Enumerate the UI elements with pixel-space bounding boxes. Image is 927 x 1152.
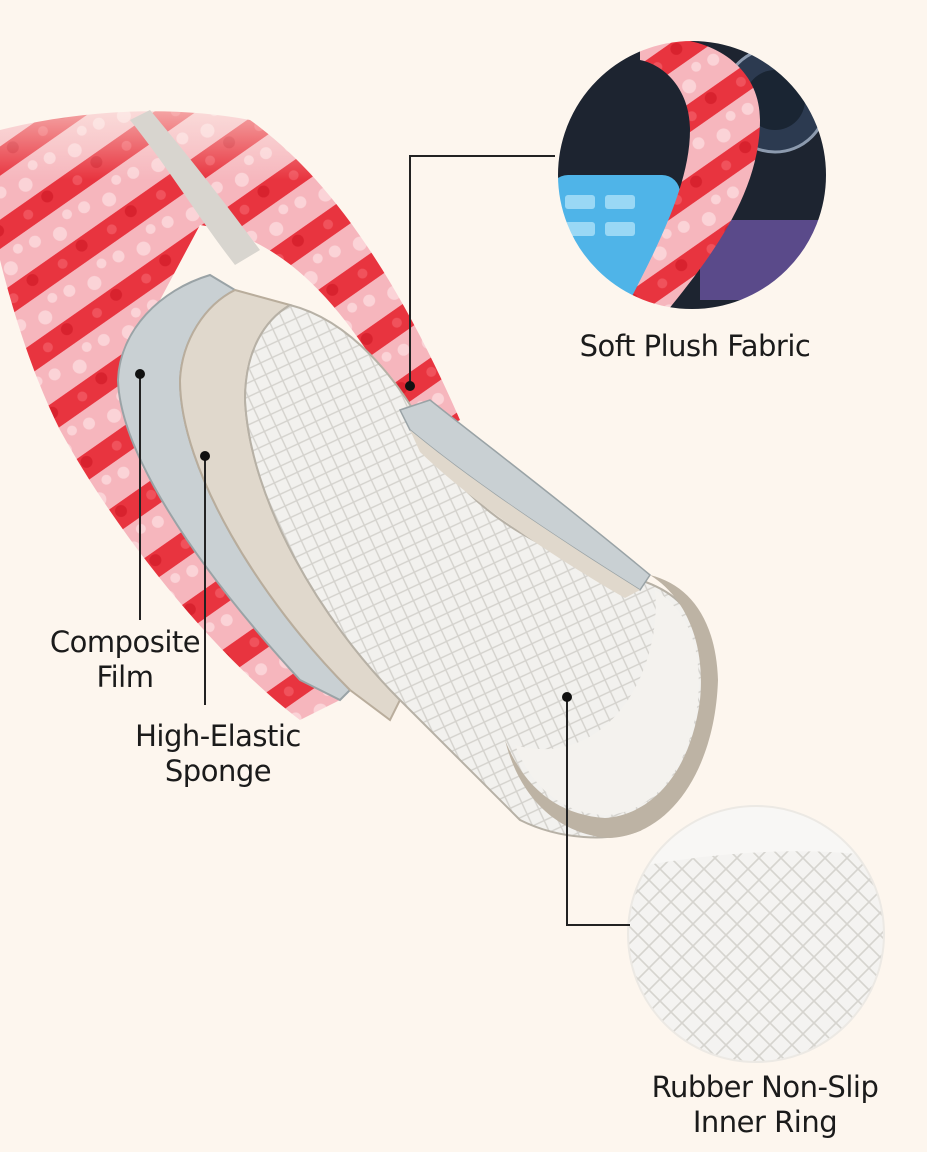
label-line: Composite [49,625,201,659]
label-high-elastic-sponge: High-Elastic Sponge [118,719,318,789]
label-line: Rubber Non-Slip [651,1070,879,1104]
sponge-upper-right [410,430,640,598]
label-composite-film: Composite Film [40,625,210,695]
label-rubber-non-slip-inner-ring: Rubber Non-Slip Inner Ring [630,1070,900,1140]
plush-fabric-band [0,111,460,721]
plush-upper-right [398,399,651,592]
label-line: Film [96,660,154,694]
top-fade [0,60,520,180]
rubber-strip [130,110,260,265]
label-line: High-Elastic [135,719,301,753]
rubber-detail-photo [628,806,884,1062]
label-soft-plush-fabric: Soft Plush Fabric [560,329,830,364]
callout-composite-film [135,369,145,620]
callout-sponge [200,451,210,705]
plush-wheel-in-photo [620,39,760,311]
callout-rubber-ring [562,692,630,926]
label-line: Sponge [164,754,272,788]
callout-soft-plush [405,155,555,391]
plush-detail-photo [556,39,828,311]
label-line: Inner Ring [692,1105,838,1139]
tube-inner-face [515,590,699,815]
label-line: Soft Plush Fabric [579,329,811,363]
